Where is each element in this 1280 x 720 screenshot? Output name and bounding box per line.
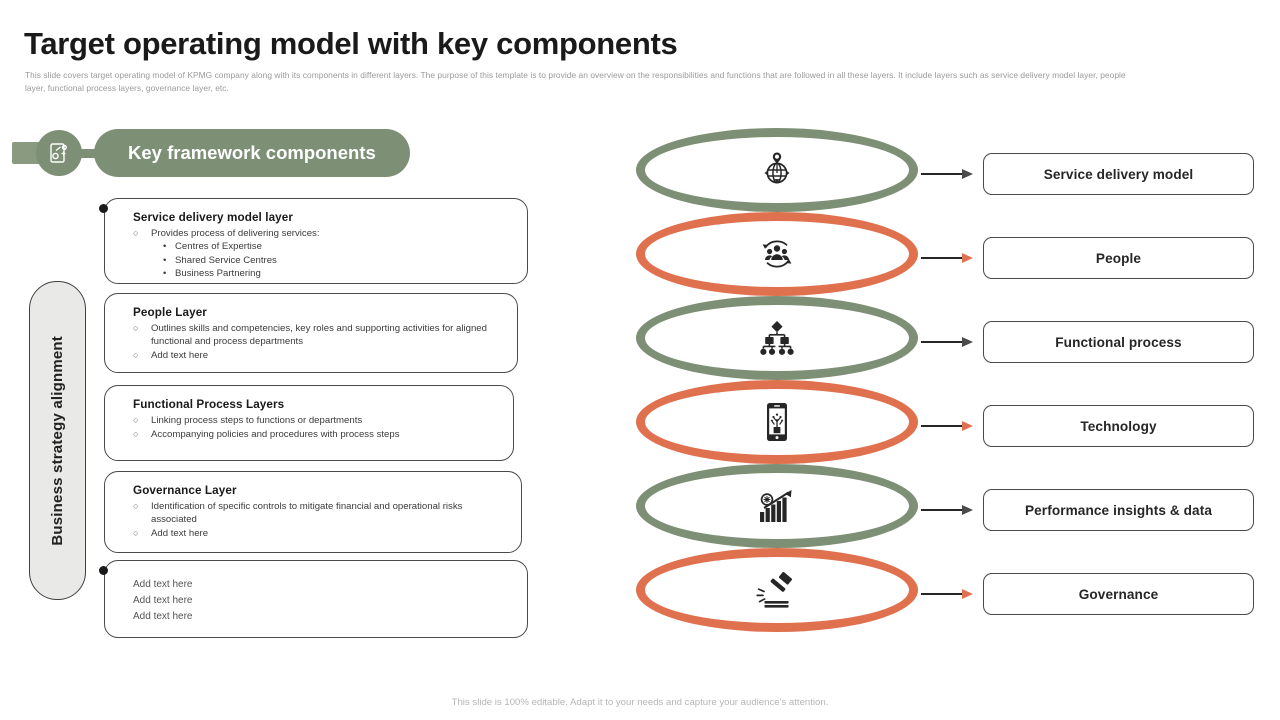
document-settings-icon	[36, 130, 82, 176]
card-bullet: ○ Add text here	[133, 527, 505, 540]
funnel-ellipse-service-delivery[interactable]	[636, 128, 918, 212]
card-bullet-text: Provides process of delivering services:	[151, 228, 320, 239]
card-anchor-dot	[99, 566, 108, 575]
funnel-ellipse-people[interactable]	[636, 212, 918, 296]
arrow-line	[921, 341, 963, 343]
card-bullet: ○ Linking process steps to functions or …	[133, 414, 497, 427]
smartphone-tech-icon	[762, 400, 792, 444]
funnel-ellipse-functional-process[interactable]	[636, 296, 918, 380]
card-people-layer[interactable]: People Layer ○ Outlines skills and compe…	[104, 293, 518, 373]
card-bullet: ○ Outlines skills and competencies, key …	[133, 322, 501, 348]
card-bullet-text: Add text here	[151, 528, 209, 540]
card-subbullet: • Shared Service Centres	[133, 254, 511, 267]
arrow-head-icon	[962, 169, 973, 179]
badge-label: Key framework components	[128, 142, 376, 163]
card-bullet-text: Accompanying policies and procedures wit…	[151, 429, 400, 441]
card-subbullet-text: Shared Service Centres	[175, 254, 277, 266]
label-box-service-delivery-model[interactable]: Service delivery model	[983, 153, 1254, 195]
card-bullet: ○ Provides process of delivering service…	[133, 227, 511, 240]
strategy-pill-label: Business strategy alignment	[49, 335, 66, 546]
label-text: Functional process	[1055, 334, 1182, 350]
dot-bullet-icon: •	[163, 254, 167, 266]
page-subtitle: This slide covers target operating model…	[25, 70, 1126, 93]
card-anchor-dot	[99, 204, 108, 213]
arrow-functional-process	[921, 337, 973, 347]
card-plain-text: Add text here	[133, 611, 193, 622]
label-box-functional-process[interactable]: Functional process	[983, 321, 1254, 363]
arrow-line	[921, 509, 963, 511]
card-title: Service delivery model layer	[133, 211, 294, 224]
card-title: People Layer	[133, 306, 207, 319]
badge-pill: Key framework components	[94, 129, 410, 177]
card-subbullet: • Business Partnering	[133, 267, 511, 280]
key-framework-badge: Key framework components	[12, 128, 410, 178]
arrow-head-icon	[962, 589, 973, 599]
funnel-ellipse-governance[interactable]	[636, 548, 918, 632]
arrow-head-icon	[962, 253, 973, 263]
card-subbullet-text: Business Partnering	[175, 268, 261, 280]
globe-location-icon	[755, 148, 799, 192]
arrow-service-delivery	[921, 169, 973, 179]
circle-bullet-icon: ○	[133, 501, 139, 511]
card-bullet-text: Outlines skills and competencies, key ro…	[151, 323, 487, 348]
dot-bullet-icon: •	[163, 241, 167, 253]
card-add-text[interactable]: Add text here Add text here Add text her…	[104, 560, 528, 638]
label-text: Performance insights & data	[1024, 502, 1213, 518]
circle-bullet-icon: ○	[133, 323, 139, 333]
page-title: Target operating model with key componen…	[24, 26, 678, 61]
label-text: Governance	[1078, 586, 1159, 602]
funnel-ellipse-performance-insights[interactable]	[636, 464, 918, 548]
card-governance-layer[interactable]: Governance Layer ○ Identification of spe…	[104, 471, 522, 553]
card-bullet: ○ Accompanying policies and procedures w…	[133, 428, 497, 441]
card-plain-text: Add text here	[133, 579, 193, 590]
label-text: People	[1095, 250, 1142, 266]
arrow-head-icon	[962, 337, 973, 347]
circle-bullet-icon: ○	[133, 350, 139, 361]
card-bullet-text: Add text here	[151, 350, 209, 362]
card-functional-process[interactable]: Functional Process Layers ○ Linking proc…	[104, 385, 514, 461]
circle-bullet-icon: ○	[133, 415, 139, 425]
arrow-technology	[921, 421, 973, 431]
arrow-line	[921, 593, 963, 595]
card-bullet: ○ Add text here	[133, 349, 501, 362]
arrow-line	[921, 173, 963, 175]
label-box-governance[interactable]: Governance	[983, 573, 1254, 615]
funnel-ellipse-technology[interactable]	[636, 380, 918, 464]
circle-bullet-icon: ○	[133, 228, 139, 238]
label-text: Service delivery model	[1043, 166, 1194, 182]
footer-note: This slide is 100% editable. Adapt it to…	[451, 697, 829, 708]
label-box-technology[interactable]: Technology	[983, 405, 1254, 447]
circle-bullet-icon: ○	[133, 429, 139, 440]
card-bullet-text: Identification of specific controls to m…	[151, 501, 463, 526]
badge-connector	[78, 148, 100, 158]
arrow-line	[921, 257, 963, 259]
card-title: Governance Layer	[133, 484, 237, 497]
hierarchy-flowchart-icon	[755, 318, 799, 358]
growth-chart-icon	[755, 486, 799, 526]
arrow-performance-insights	[921, 505, 973, 515]
label-box-performance-insights[interactable]: Performance insights & data	[983, 489, 1254, 531]
label-box-people[interactable]: People	[983, 237, 1254, 279]
arrow-governance	[921, 589, 973, 599]
gavel-icon	[755, 570, 799, 610]
arrow-people	[921, 253, 973, 263]
label-text: Technology	[1080, 418, 1157, 434]
funnel-stack	[636, 128, 926, 644]
card-subbullet: • Centres of Expertise	[133, 240, 511, 253]
arrow-head-icon	[962, 505, 973, 515]
card-bullet: ○ Identification of specific controls to…	[133, 500, 505, 526]
card-bullet-text: Linking process steps to functions or de…	[151, 415, 363, 426]
arrow-line	[921, 425, 963, 427]
arrow-head-icon	[962, 421, 973, 431]
business-strategy-alignment-pill: Business strategy alignment	[29, 281, 86, 600]
card-service-delivery[interactable]: Service delivery model layer ○ Provides …	[104, 198, 528, 284]
card-plain-text: Add text here	[133, 595, 193, 606]
people-cycle-icon	[756, 233, 798, 275]
card-title: Functional Process Layers	[133, 398, 285, 411]
dot-bullet-icon: •	[163, 268, 167, 280]
circle-bullet-icon: ○	[133, 528, 139, 539]
card-subbullet-text: Centres of Expertise	[175, 241, 262, 253]
